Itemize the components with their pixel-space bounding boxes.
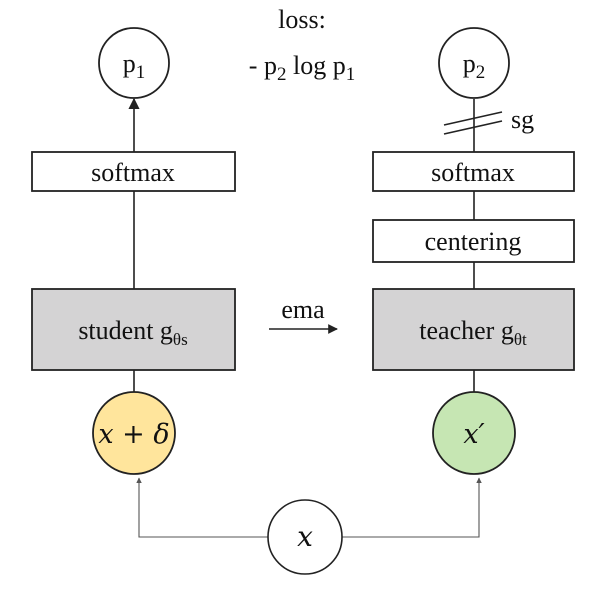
- teacher-branch: sg p2 softmax centering teacher gθt x′: [372, 27, 575, 475]
- ema-label: ema: [281, 295, 325, 324]
- student-output-node: [98, 27, 170, 99]
- teacher-input-node: [432, 391, 516, 475]
- stop-gradient-slash-2: [443, 120, 503, 135]
- student-input-node: [92, 391, 176, 475]
- student-input-label: x + δ: [98, 419, 169, 450]
- student-network-label: student gθs: [78, 316, 187, 349]
- teacher-input-label: x′: [463, 419, 484, 450]
- stop-gradient-label: sg: [511, 105, 534, 134]
- teacher-softmax-box: [372, 151, 575, 192]
- teacher-softmax-label: softmax: [431, 158, 515, 187]
- source-label: x: [297, 520, 313, 553]
- student-branch: p1 softmax student gθs x + δ: [31, 27, 236, 475]
- source-to-student-arrow: [136, 477, 269, 538]
- teacher-network-label: teacher gθt: [419, 316, 527, 349]
- teacher-output-label: p2: [463, 49, 486, 83]
- loss-formula: - p2 log p1: [249, 51, 355, 85]
- loss-title: loss:: [278, 5, 326, 34]
- teacher-centering-label: centering: [425, 227, 522, 256]
- teacher-network-box: [372, 288, 575, 371]
- source-node: [267, 499, 343, 575]
- source-to-teacher-arrow: [341, 477, 482, 538]
- student-softmax-box: [31, 151, 236, 192]
- teacher-output-node: [438, 27, 510, 99]
- student-softmax-label: softmax: [91, 158, 175, 187]
- stop-gradient-slash-1: [443, 111, 503, 126]
- student-network-box: [31, 288, 236, 371]
- teacher-centering-box: [372, 219, 575, 263]
- student-output-label: p1: [123, 49, 146, 83]
